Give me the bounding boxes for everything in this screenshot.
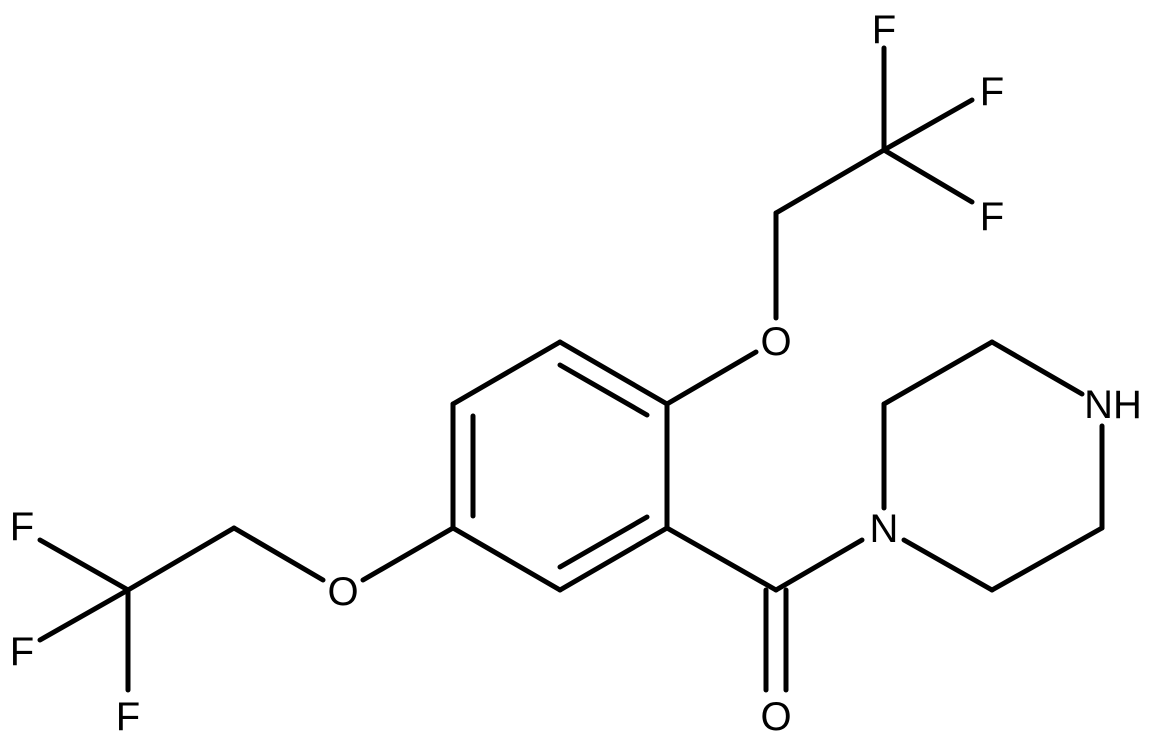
bond-cf3top-f2 <box>881 97 975 153</box>
atom-label-f-top-1: F <box>872 8 896 52</box>
bond-cf3top-f3 <box>881 147 975 205</box>
bond-ring-o-lower <box>360 525 456 583</box>
atom-label-o-upper: O <box>760 320 791 364</box>
bond-cf3left-f1 <box>37 537 131 593</box>
atom-label-o-lower: O <box>327 570 358 614</box>
bond-o-ch2-lower <box>231 525 326 583</box>
atom-label-f-top-2: F <box>980 70 1004 114</box>
bond-ring-carbonyl <box>664 525 779 593</box>
bond-o-ring-upper <box>664 349 759 407</box>
pip-bond-5 <box>989 525 1105 593</box>
bond-carbonyl-n <box>773 537 865 593</box>
pip-bond-2 <box>881 339 995 407</box>
atom-label-nh: NH <box>1084 383 1142 427</box>
atom-label-f-top-3: F <box>980 195 1004 239</box>
ring-bond-1-inner <box>557 362 650 418</box>
bond-cf3top-ch2 <box>773 147 887 216</box>
ring-bond-1 <box>557 339 670 407</box>
atom-label-n-amide: N <box>870 507 899 551</box>
ring-bond-5 <box>557 525 670 593</box>
pip-bond-3 <box>989 339 1085 397</box>
bond-cf3left-f2 <box>37 587 131 643</box>
pip-bond-6 <box>901 537 995 593</box>
atom-label-f-left-2: F <box>10 630 34 674</box>
bond-ch2-cf3-lower <box>125 525 237 593</box>
atom-label-o-carbonyl: O <box>760 695 791 739</box>
atom-label-f-left-3: F <box>116 695 140 739</box>
ring-bond-2 <box>450 339 563 407</box>
ring-bond-4 <box>450 525 563 593</box>
ring-bond-5-inner <box>557 514 650 570</box>
atom-label-f-left-1: F <box>10 505 34 549</box>
